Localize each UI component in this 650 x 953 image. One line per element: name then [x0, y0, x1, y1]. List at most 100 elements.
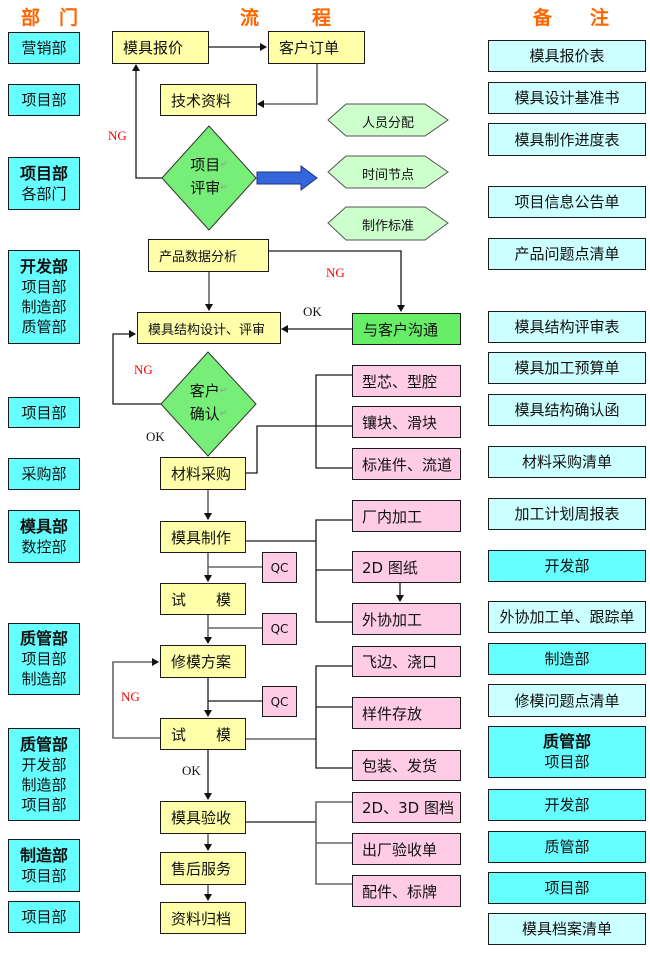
note-box: 项目信息公告单 — [488, 186, 646, 218]
connector-purchase-to-items — [245, 425, 352, 474]
note-text: 项目部 — [544, 753, 590, 771]
note-text: 模具结构确认函 — [514, 401, 620, 419]
note-box: 模具结构确认函 — [488, 394, 646, 426]
department-lead: 制造部 — [19, 845, 68, 865]
qc-box: QC — [262, 686, 297, 717]
subtask-flash-gate: 飞边、浇口 — [352, 646, 461, 677]
note-text: 外协加工单、跟踪单 — [499, 608, 635, 626]
ok-label: OK — [182, 763, 201, 778]
note-box: 模具设计基准书 — [488, 82, 646, 114]
hexagon-staff-allocation — [327, 103, 449, 137]
header-process-left: 流 — [240, 7, 260, 29]
department-line: 各部门 — [21, 184, 67, 203]
review-output-time: 时间节点 — [361, 168, 414, 183]
subtask-accessories-nameplate: 配件、标牌 — [352, 875, 461, 907]
process-customer-communication: 与客户沟通 — [352, 313, 461, 345]
note-box: 产品问题点清单 — [488, 238, 646, 270]
department-line: 项目部 — [21, 866, 67, 885]
qc-box: QC — [262, 613, 297, 645]
process-archive: 资料归档 — [160, 902, 246, 934]
decision-text: 客户 — [189, 382, 220, 400]
process-repair-plan: 修模方案 — [160, 645, 246, 678]
department-box: 项目部 各部门 — [8, 157, 80, 210]
note-box: 开发部 — [488, 550, 646, 582]
header-notes-left: 备 — [533, 7, 553, 29]
department-line: 项目部 — [21, 650, 67, 668]
ok-label: OK — [146, 429, 165, 444]
department-line: 项目部 — [21, 795, 67, 814]
department-line: 质管部 — [21, 318, 67, 336]
qc-box: QC — [262, 552, 297, 583]
note-box: 模具档案清单 — [488, 913, 646, 945]
note-lead: 质管部 — [542, 732, 591, 751]
subtask-factory-acceptance-form: 出厂验收单 — [352, 833, 461, 865]
hexagon-production-standard — [327, 206, 449, 241]
department-box: 模具部 数控部 — [8, 510, 80, 563]
department-box: 项目部 — [8, 84, 80, 116]
subtask-packing-shipping: 包装、发货 — [352, 750, 461, 781]
note-text: 制造部 — [544, 650, 590, 668]
note-box: 加工计划周报表 — [488, 498, 646, 530]
note-box: 模具结构评审表 — [488, 311, 646, 343]
bracket-purchase-items — [315, 374, 352, 469]
note-text: 产品问题点清单 — [514, 245, 620, 263]
note-text: 项目部 — [544, 879, 590, 897]
note-text: 项目信息公告单 — [514, 193, 620, 211]
connector-analysis-to-communication — [268, 250, 405, 312]
note-text: 开发部 — [544, 557, 590, 575]
department-line: 采购部 — [21, 465, 67, 483]
review-output-standard: 制作标准 — [361, 219, 414, 234]
note-box: 修模问题点清单 — [488, 684, 646, 717]
note-text: 开发部 — [544, 796, 590, 814]
subtask-in-house-machining: 厂内加工 — [352, 500, 461, 532]
return-mark-icon: ↵ — [220, 160, 228, 170]
return-mark-icon: ↵ — [220, 183, 228, 193]
subtask-2d-drawing: 2D 图纸 — [352, 551, 461, 583]
decision-project-review: 项目↵ 评审↵ — [162, 154, 256, 200]
subtask-standard-parts-runner: 标准件、流道 — [352, 448, 461, 480]
process-mold-manufacture: 模具制作 — [160, 521, 246, 553]
hexagon-time-nodes — [327, 155, 449, 189]
header-departments: 部 门 — [21, 7, 79, 29]
subtask-2d-3d-files: 2D、3D 图档 — [352, 792, 461, 823]
process-tech-docs: 技术资料 — [160, 84, 257, 116]
department-line: 制造部 — [21, 298, 67, 316]
connector-review-ng-loop — [132, 64, 163, 179]
note-box: 外协加工单、跟踪单 — [488, 601, 646, 633]
subtask-insert-slider: 镶块、滑块 — [352, 406, 461, 438]
bracket-manufacture-items — [315, 519, 352, 623]
ng-label: NG — [134, 362, 153, 377]
department-line: 营销部 — [21, 39, 67, 57]
blue-arrow-icon — [256, 165, 318, 191]
process-mold-acceptance: 模具验收 — [160, 801, 246, 834]
process-customer-order: 客户订单 — [268, 31, 365, 64]
note-text: 模具档案清单 — [521, 920, 612, 938]
note-box: 材料采购清单 — [488, 446, 646, 478]
process-quote: 模具报价 — [112, 31, 209, 64]
ng-label: NG — [121, 689, 140, 704]
note-box: 模具加工预算单 — [488, 352, 646, 384]
decision-text: 项目 — [190, 156, 221, 174]
department-box: 项目部 — [8, 901, 80, 933]
decision-text: 确认 — [189, 405, 220, 423]
department-lead: 质管部 — [19, 629, 68, 648]
note-text: 质管部 — [544, 838, 590, 856]
note-text: 模具加工预算单 — [514, 359, 620, 377]
note-box: 质管部 — [488, 831, 646, 863]
note-text: 模具制作进度表 — [514, 130, 620, 149]
note-box: 项目部 — [488, 872, 646, 904]
process-material-purchase: 材料采购 — [160, 457, 246, 490]
decision-customer-confirm: 客户↵ 确认↵ — [161, 380, 256, 426]
department-line: 项目部 — [21, 908, 67, 926]
bracket-acceptance-items — [315, 801, 352, 885]
department-line: 开发部 — [21, 755, 67, 774]
subtask-core-cavity: 型芯、型腔 — [352, 365, 461, 397]
note-box: 模具制作进度表 — [488, 123, 646, 156]
department-line: 项目部 — [21, 91, 67, 109]
bracket-trial-items — [315, 665, 352, 769]
note-text: 模具设计基准书 — [514, 89, 620, 107]
ng-label: NG — [326, 265, 345, 280]
note-box: 质管部 项目部 — [488, 726, 646, 778]
